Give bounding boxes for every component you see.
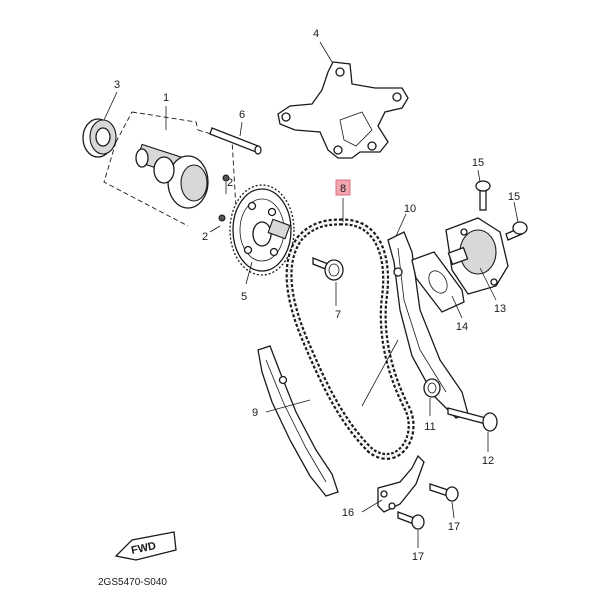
sprocket-bolt — [312, 257, 344, 281]
callout-6: 6 — [239, 109, 245, 121]
tensioner-bolt-lower — [505, 221, 528, 241]
stopper-bolt-lower — [397, 511, 425, 530]
callout-14: 14 — [456, 321, 468, 333]
fwd-label: FWD — [130, 540, 157, 557]
gasket — [411, 251, 465, 313]
leader-lines — [103, 41, 519, 548]
chain-guide — [257, 345, 339, 497]
callout-17-lower: 17 — [412, 551, 424, 563]
callout-2-upper: 2 — [227, 177, 233, 189]
chain-tensioner — [445, 217, 509, 295]
callout-15-lower: 15 — [508, 191, 520, 203]
timing-chain — [285, 218, 415, 460]
callout-13: 13 — [494, 303, 506, 315]
callout-10: 10 — [404, 203, 416, 215]
fwd-arrow: FWD — [114, 531, 177, 561]
stopper-bolt-upper — [429, 483, 459, 502]
callout-7: 7 — [335, 309, 341, 321]
callouts: 1 2 2 3 4 5 6 7 8 9 10 11 12 13 14 15 15… — [114, 28, 520, 563]
highlight-box — [335, 179, 351, 196]
pin — [209, 127, 262, 155]
callout-8: 8 — [340, 183, 346, 195]
tensioner-bolt-upper — [475, 180, 491, 211]
callout-4: 4 — [313, 28, 319, 40]
callout-3: 3 — [114, 79, 120, 91]
collar — [423, 378, 441, 398]
callout-15-upper: 15 — [472, 157, 484, 169]
callout-2-lower: 2 — [202, 231, 208, 243]
callout-5: 5 — [241, 291, 247, 303]
pivot-bolt — [447, 407, 498, 432]
callout-9: 9 — [252, 407, 258, 419]
bearing — [82, 118, 117, 158]
cam-sprocket — [229, 184, 295, 276]
callout-11: 11 — [424, 421, 435, 433]
drawing-code: 2GS5470-S040 — [98, 577, 167, 588]
camshaft-assembly — [103, 111, 237, 227]
callout-12: 12 — [482, 455, 494, 467]
callout-1: 1 — [163, 92, 169, 104]
callout-16: 16 — [342, 507, 354, 519]
callout-17-right: 17 — [448, 521, 460, 533]
bracket-plate — [277, 61, 409, 159]
guide-stopper — [377, 454, 425, 513]
